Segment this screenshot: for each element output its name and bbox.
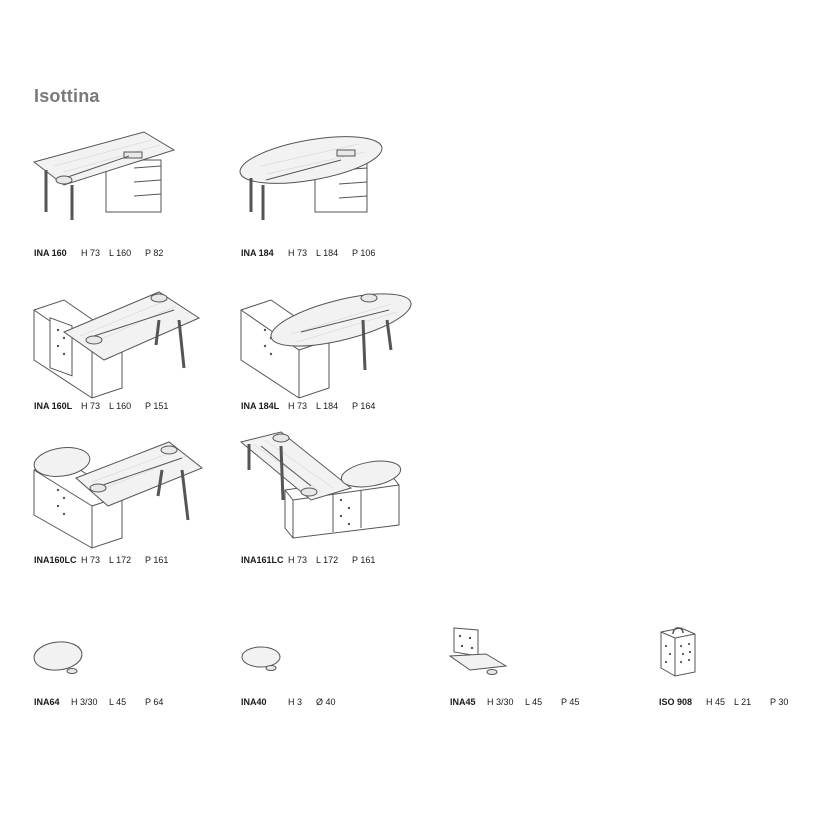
desk-with-cabinet-and-extension-right-icon — [239, 431, 402, 539]
product-ina-160l[interactable]: INA 160L H 73 L 160 P 151 — [33, 290, 214, 415]
oval-desk-with-pedestal-icon — [239, 136, 383, 220]
product-ina45[interactable]: INA45 H 3/30 L 45 P 45 — [448, 626, 620, 713]
round-top-icon — [241, 646, 281, 671]
product-code: INA 160L — [34, 401, 73, 411]
dimension-length: L 45 — [109, 697, 127, 707]
page-title: Isottina — [34, 86, 100, 106]
dimension-height: H 73 — [81, 401, 101, 411]
dimension-depth: P 64 — [145, 697, 164, 707]
dimension-height: H 3 — [288, 697, 303, 707]
dimension-depth: P 151 — [145, 401, 169, 411]
product-ina64[interactable]: INA64 H 3/30 L 45 P 64 — [33, 638, 204, 713]
dimension-height: H 73 — [81, 555, 101, 565]
dimension-length: L 45 — [525, 697, 543, 707]
oval-desk-with-side-cabinet-icon — [240, 293, 412, 399]
product-code: INA 160 — [34, 248, 67, 258]
product-iso-908[interactable]: ISO 908 H 45 L 21 P 30 — [659, 624, 809, 713]
dimension-length: L 160 — [109, 401, 132, 411]
product-ina-184l[interactable]: INA 184L H 73 L 184 P 164 — [240, 290, 421, 415]
product-ina160lc[interactable]: INA160LC H 73 L 172 P 161 — [33, 440, 214, 568]
dimension-height: H 3/30 — [487, 697, 514, 707]
product-code: INA161LC — [241, 555, 284, 565]
oval-top-extension-icon — [33, 641, 83, 674]
product-code: INA 184L — [241, 401, 280, 411]
product-ina161lc[interactable]: INA161LC H 73 L 172 P 161 — [239, 430, 421, 568]
desk-with-pedestal-icon — [32, 131, 176, 220]
product-code: INA45 — [450, 697, 476, 707]
product-code: INA64 — [34, 697, 60, 707]
product-code: INA 184 — [241, 248, 274, 258]
product-ina40[interactable]: INA40 H 3 Ø 40 — [241, 645, 411, 713]
dimension-length: L 184 — [316, 248, 339, 258]
dimension-depth: P 164 — [352, 401, 376, 411]
dimension-depth: P 82 — [145, 248, 164, 258]
dimension-height: H 45 — [706, 697, 726, 707]
dimension-depth: P 45 — [561, 697, 580, 707]
dimension-height: H 73 — [288, 555, 308, 565]
dimension-height: H 73 — [288, 248, 308, 258]
product-ina-160[interactable]: INA 160 H 73 L 160 P 82 — [32, 130, 204, 262]
dimension-length: L 21 — [734, 697, 752, 707]
desk-with-side-cabinet-icon — [33, 291, 201, 399]
dimension-length: L 172 — [316, 555, 339, 565]
desk-with-cabinet-and-extension-left-icon — [33, 441, 203, 549]
dimension-length: L 160 — [109, 248, 132, 258]
product-code: ISO 908 — [659, 697, 693, 707]
dimension-depth: P 161 — [145, 555, 169, 565]
dimension-depth: P 106 — [352, 248, 376, 258]
product-code: INA40 — [241, 697, 267, 707]
dimension-height: H 73 — [288, 401, 308, 411]
dimension-length: L 184 — [316, 401, 339, 411]
dimension-length: L 172 — [109, 555, 132, 565]
dimension-depth: P 30 — [770, 697, 789, 707]
dimension-diameter: Ø 40 — [316, 697, 336, 707]
dimension-height: H 3/30 — [71, 697, 98, 707]
modesty-panel-with-shelf-icon — [448, 627, 508, 675]
dimension-depth: P 161 — [352, 555, 376, 565]
product-ina-184[interactable]: INA 184 H 73 L 184 P 106 — [239, 130, 411, 262]
product-code: INA160LC — [34, 555, 77, 565]
dimension-height: H 73 — [81, 248, 101, 258]
perforated-container-icon — [660, 627, 696, 677]
